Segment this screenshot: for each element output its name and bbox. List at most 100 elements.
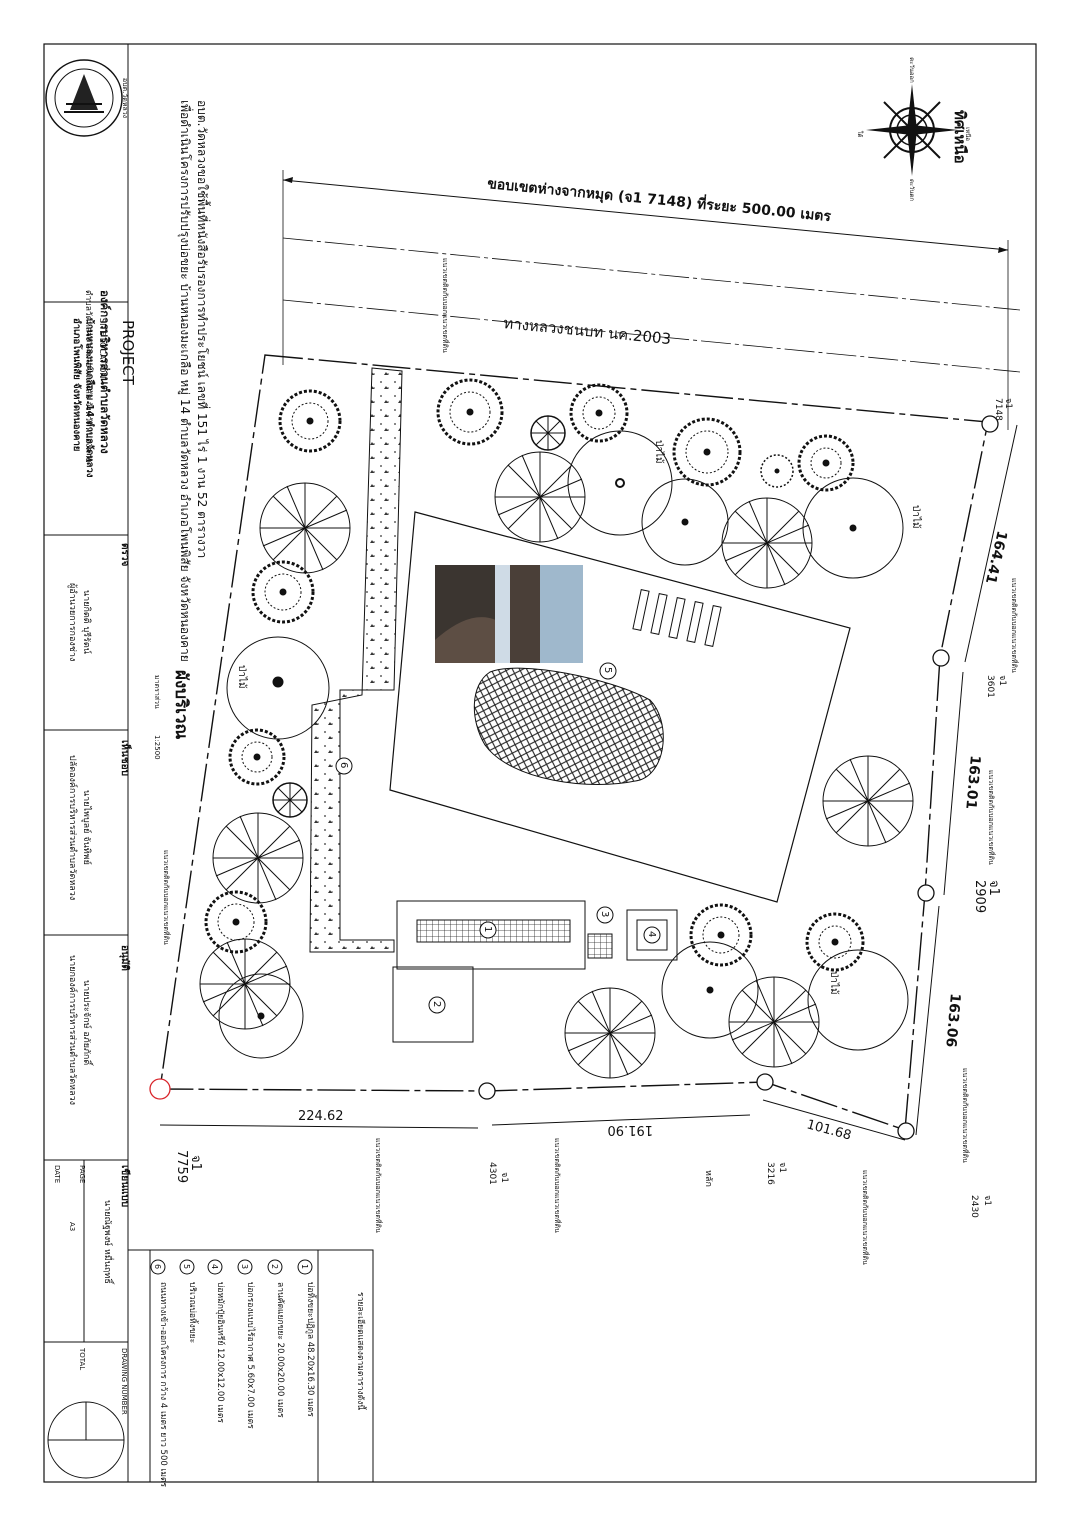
sheet-title: ผังบริเวณ [171,670,191,740]
drawing-number-label: DRAWING NUMBER [120,1348,128,1415]
shrub-icon [204,890,268,954]
shrub-icon [436,378,504,446]
legend-item: 5 บริเวณบ่อทิ้งขยะ [179,1259,199,1343]
legend-item: 6 ถนนทางเข้า-ออกโครงการ กว้าง 4 เมตร ยาว… [150,1259,169,1487]
boundary-label: แนวเขตติดกันบอกแนวเขตที่ดิน [374,1138,383,1233]
checked-name: นายกิตติ บุรีรัตน์ [81,590,93,654]
north-label: ทิศเหนือ [951,110,969,164]
compass-label-south: ใต้ [856,131,864,138]
shrub-icon [805,912,865,972]
boundary-label: แนวเขตติดกันบอกแนวเขตที่ดิน [1010,578,1019,673]
landfill-zone-5: 5 [389,511,851,903]
misc-label: หลัก [703,1170,713,1187]
facility-zone-2: 2 [392,966,474,1043]
buffer-line [282,170,1009,430]
authorize-label: อนุมัติ [119,945,131,971]
dimension-101-68: 101.68 [805,1117,853,1143]
access-road [309,367,403,953]
forest-label: ป่าไม้ [910,505,922,529]
compass-label-north: เหนือ [964,127,972,141]
svg-text:4: 4 [210,1264,219,1269]
tree-icon [199,938,291,1030]
svg-text:จ1: จ1 [986,880,1001,896]
svg-text:บ่อหมักปุ๋ยอินทรีย์ 12.00x12.0: บ่อหมักปุ๋ยอินทรีย์ 12.00x12.00 เมตร [215,1282,226,1423]
survey-marker-2430 [897,1122,915,1140]
svg-text:2430: 2430 [969,1195,979,1218]
survey-marker-3601 [932,649,950,667]
compass-label-east: ตะวันออก [908,57,915,83]
landfill-stripes [632,589,722,647]
zone-label-5: 5 [602,667,613,673]
forest-label: ป่าไม้ [828,971,840,995]
forest-circle [226,636,330,740]
svg-text:ลานคัดแยกขยะ 20.00x20.00 เมตร: ลานคัดแยกขยะ 20.00x20.00 เมตร [275,1282,285,1418]
compass-label-west: ตะวันตก [908,179,915,201]
date-label: DATE [53,1165,61,1183]
zone-label-3: 3 [599,911,610,917]
site-photo [435,565,583,663]
shrub-icon [278,389,342,453]
page-value: A3 [68,1222,76,1231]
legend-item: 1 บ่อทิ้งขยะปฏิกูล 48.20x16.30 เมตร [297,1259,317,1417]
organization-logo: อบต.วัดหลวง [45,59,129,137]
survey-marker-7759 [149,1078,171,1100]
road-label: ทางหลวงชนบท นค.2003 [503,314,672,348]
forest-circle [641,478,729,566]
page-label: PAGE [78,1165,86,1183]
survey-marker-7148 [981,415,999,433]
boundary-label: แนวเขตติดกันบอกแนวเขตที่ดิน [553,1138,562,1233]
rural-road [282,237,1021,373]
forest-circle [802,477,904,579]
tree-icon [259,482,351,574]
approved-position: ปลัดองค์การบริหารส่วนตำบลวัดหลวง [67,755,79,900]
shrub-icon [272,676,284,688]
site-location-label: SITE LOCATION [98,318,107,378]
marker-labels: จ1 7148 จ1 3601 จ1 2909 จ1 2430 จ1 3216 … [174,398,1013,1218]
buffer-distance-label: ขอบเขตห่างจากหมุด (จ1 7148) ที่ระยะ 500.… [487,173,833,225]
shrub-icon [569,383,629,443]
svg-text:3216: 3216 [765,1162,775,1185]
drawn-label: เขียนแบบ [119,1165,131,1207]
legend-heading: รายละเอียดแสดงตามตารางดังนี้ [355,1292,367,1411]
legend-item: 4 บ่อหมักปุ๋ยอินทรีย์ 12.00x12.00 เมตร [207,1259,226,1423]
legend-item: 2 ลานคัดแยกขยะ 20.00x20.00 เมตร [267,1259,285,1418]
boundary-label: แนวเขตติดกันบอกแนวเขตที่ดิน [441,258,450,353]
tree-icon [728,976,820,1068]
sheet-scale: 1:2500 [153,735,161,760]
forest-circle [218,973,304,1059]
zone-label-2: 2 [431,1001,442,1007]
tree-icon [212,812,304,904]
dimension-191-90: 191.90 [608,1122,654,1137]
svg-text:3601: 3601 [985,675,995,698]
svg-text:บริเวณบ่อทิ้งขยะ: บริเวณบ่อทิ้งขยะ [187,1282,199,1343]
tree-icon [822,755,914,847]
project-label: PROJECT [119,320,137,386]
dimension-163-06: 163.06 [942,993,963,1048]
dimension-lines [159,424,1018,1141]
approved-label: เห็นชอบ [119,740,133,776]
tree-icon [564,987,656,1079]
shrub-icon [228,728,286,786]
survey-markers [149,415,999,1140]
tree-icon [721,497,813,589]
svg-text:จ1: จ1 [982,1195,992,1206]
trees [199,378,914,1079]
svg-text:จ1: จ1 [1003,398,1013,409]
shrub-icon [272,782,308,818]
svg-text:ถนนทางเข้า-ออกโครงการ กว้าง 4: ถนนทางเข้า-ออกโครงการ กว้าง 4 เมตร ยาว 5… [158,1282,169,1487]
boundary-label: แนวเขตติดกันบอกแนวเขตที่ดิน [162,850,171,945]
facility-zone-3: 3 [587,906,614,959]
boundary-label: แนวเขตติดกันบอกแนวเขตที่ดิน [861,1170,870,1265]
svg-text:จ1: จ1 [499,1172,509,1183]
logo-text: อบต.วัดหลวง [121,78,129,118]
site-location-line2: อำเภอโพนพิสัย จังหวัดหนองคาย [71,318,83,451]
svg-text:6: 6 [153,1264,162,1269]
shrub-icon [672,417,742,487]
checked-position: ผู้อำนวยการกองช่าง [67,583,78,661]
svg-text:7148: 7148 [993,398,1003,421]
total-label: TOTAL [78,1347,86,1370]
dimension-163-01: 163.01 [962,755,983,810]
site-location-line1: บ้านหนองมะเกลือ ม.14 ตำบลวัดหลวง [84,318,96,478]
checked-label: ตรวจ [119,543,130,566]
